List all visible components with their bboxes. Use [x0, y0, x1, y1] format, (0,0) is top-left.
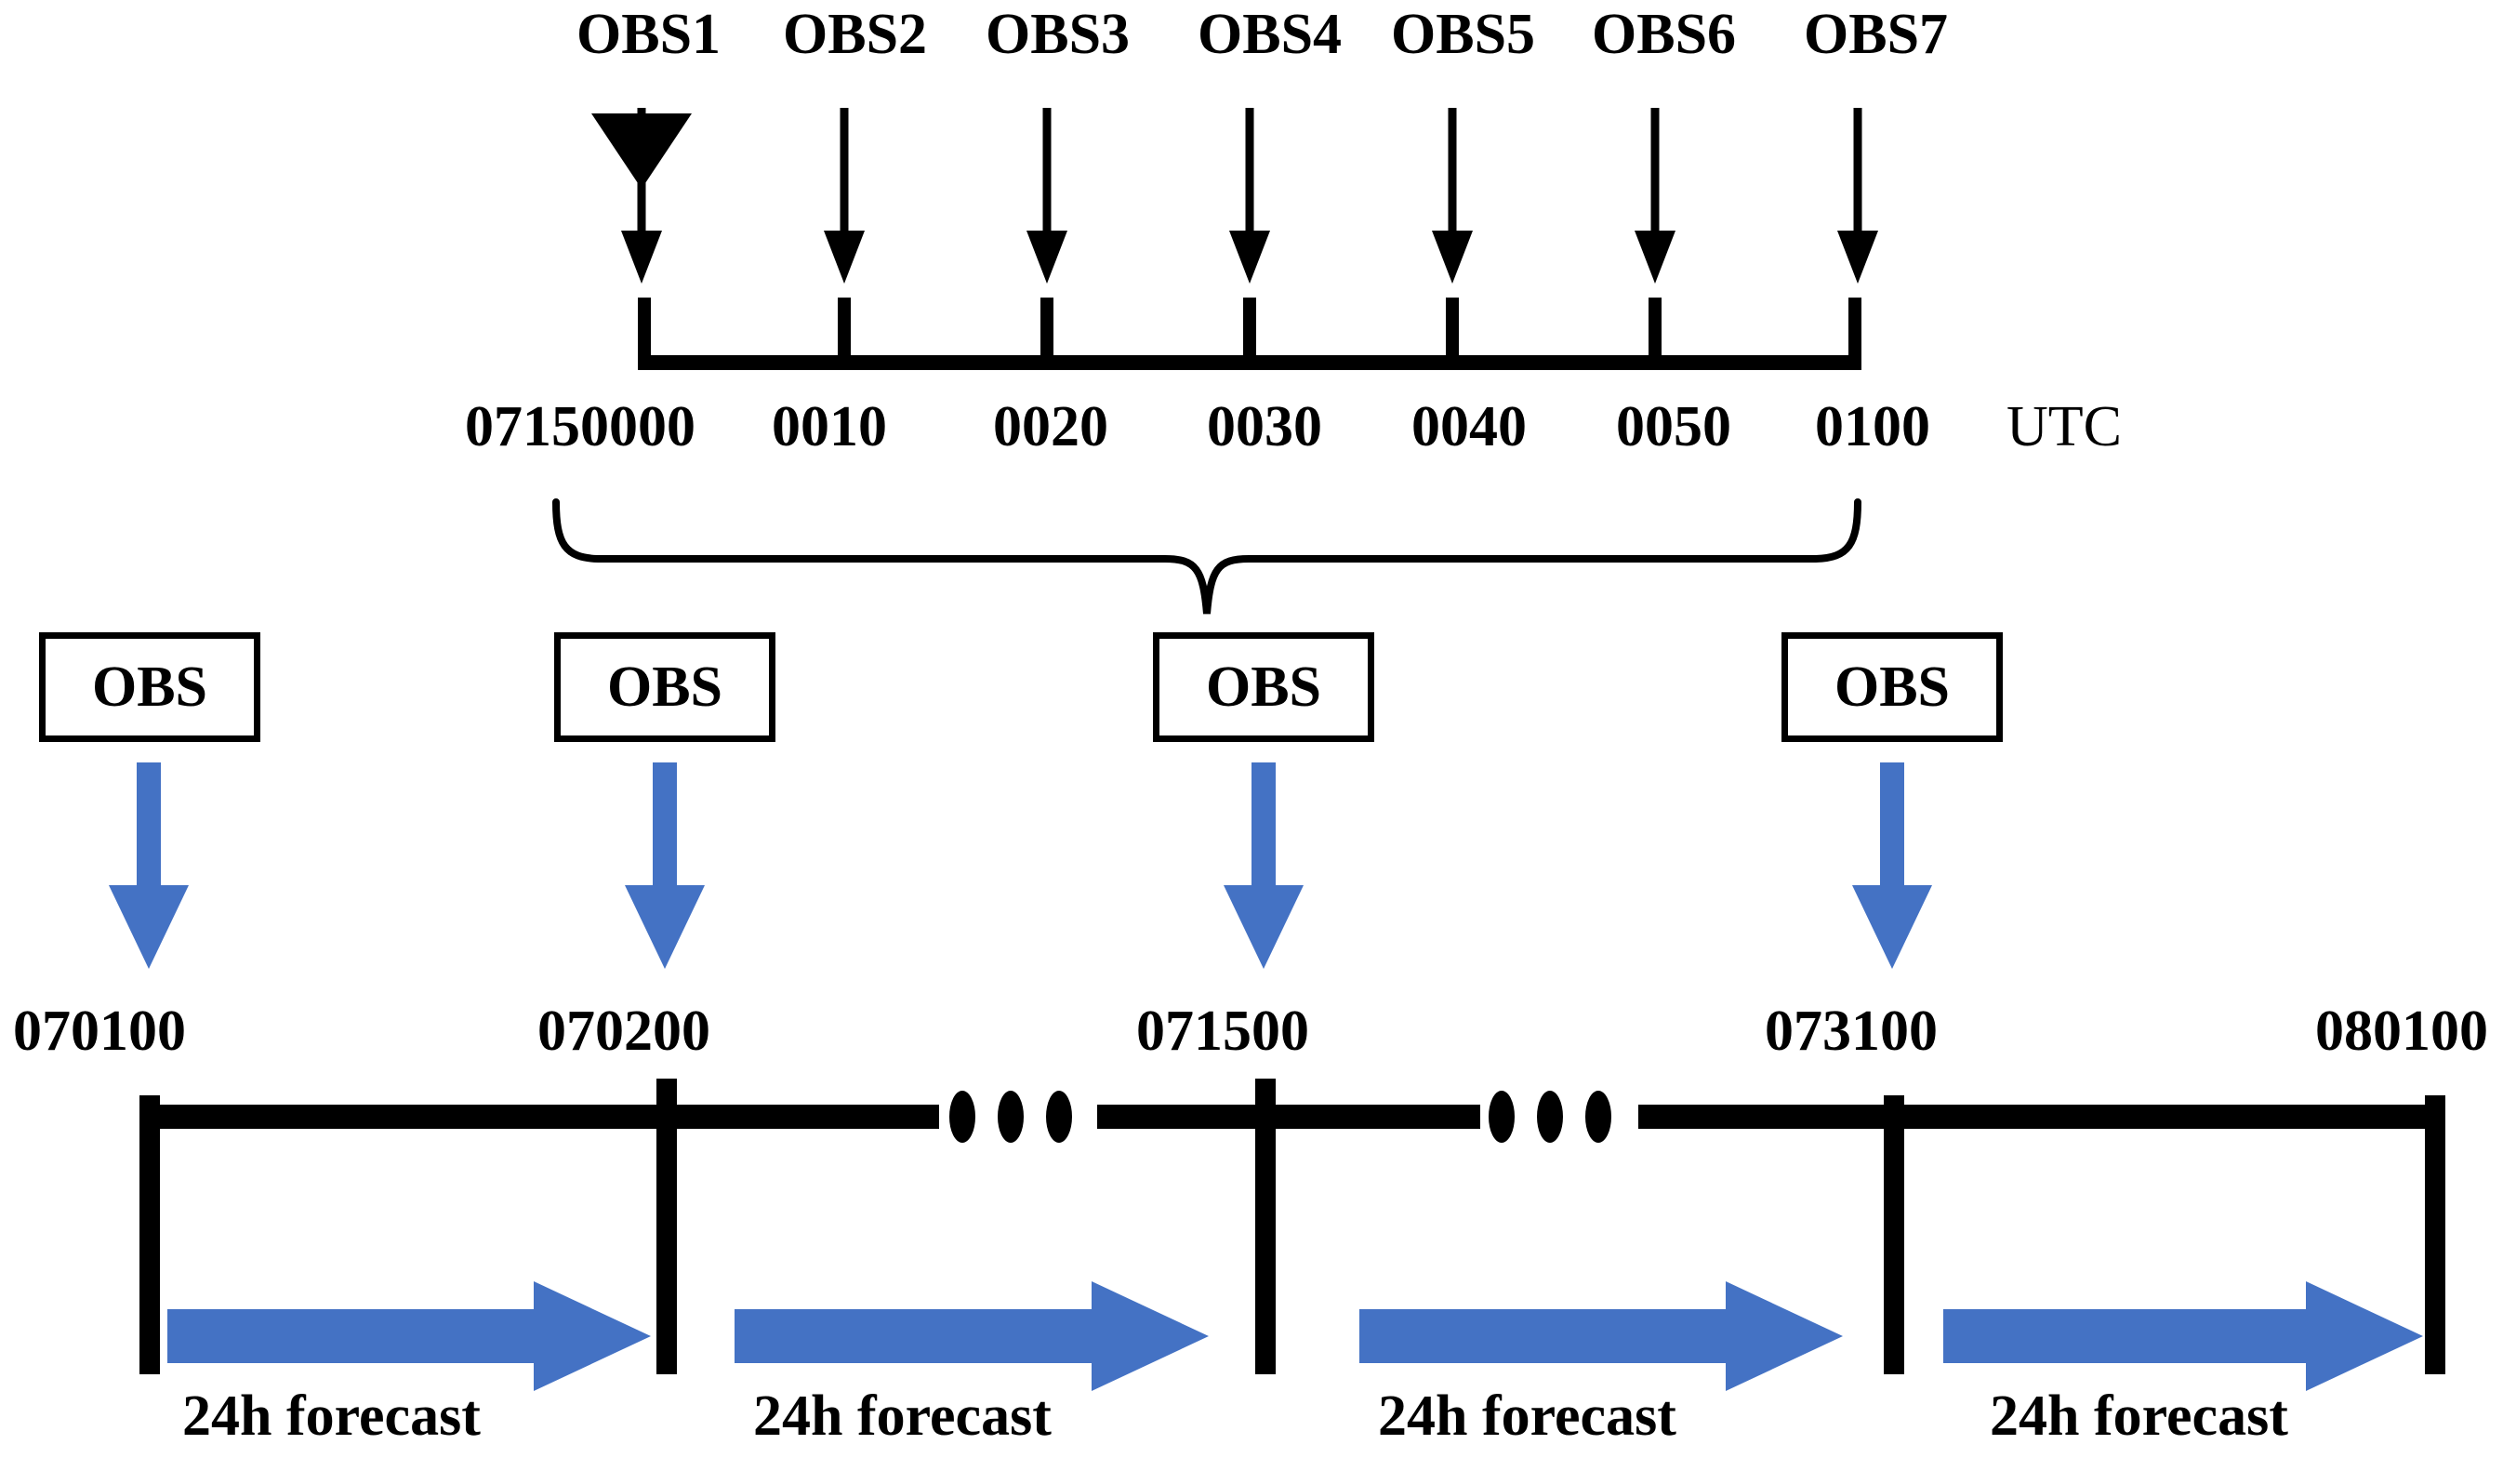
time-label-4: 0040 [1411, 395, 1527, 458]
forecast-arrow-4 [1943, 1281, 2423, 1391]
obs-down-arrow-6 [1635, 108, 1675, 284]
top-time-axis [638, 298, 1861, 370]
obs-feed-arrow-3 [1224, 762, 1304, 969]
obs-down-arrow-5 [1432, 108, 1473, 284]
forecast-label-2: 24h forecast [753, 1385, 1052, 1448]
top-axis-tick-1 [838, 298, 851, 363]
obs-down-arrow-3 [1026, 108, 1067, 284]
obs-box-label-1: OBS [91, 656, 208, 719]
obs-box-2[interactable]: OBS [554, 632, 775, 742]
obs-down-arrow-2 [824, 108, 865, 284]
bottom-timeline-segment-2 [1097, 1105, 1480, 1129]
obs-heading-3: OBS3 [986, 3, 1131, 66]
bottom-timeline-segment-1 [139, 1105, 939, 1129]
obs-box-label-4: OBS [1834, 656, 1951, 719]
forecast-arrow-1 [167, 1281, 651, 1391]
top-axis-tick-6 [1848, 298, 1861, 363]
obs-feed-arrow-2 [625, 762, 705, 969]
date-label-080100: 080100 [2315, 1000, 2488, 1063]
obs-down-arrow-7 [1837, 108, 1878, 284]
obs-heading-2: OBS2 [783, 3, 928, 66]
time-label-5: 0050 [1616, 395, 1731, 458]
obs-box-label-2: OBS [606, 656, 723, 719]
obs-down-arrow-4 [1229, 108, 1270, 284]
obs-feed-arrows-group [109, 762, 1932, 969]
bottom-tick-071500 [1255, 1079, 1276, 1374]
obs-box-1[interactable]: OBS [39, 632, 260, 742]
top-axis-tick-0 [638, 298, 651, 363]
forecast-arrow-3 [1359, 1281, 1843, 1391]
forecast-arrow-2 [735, 1281, 1209, 1391]
forecast-label-4: 24h forecast [1990, 1385, 2288, 1448]
time-label-0: 07150000 [465, 395, 695, 458]
bottom-tick-073100 [1884, 1095, 1904, 1374]
bottom-tick-070200 [656, 1079, 677, 1374]
obs-feed-arrow-4 [1852, 762, 1932, 969]
utc-unit-label: UTC [2006, 395, 2122, 458]
obs-feed-arrow-1 [109, 762, 189, 969]
forecast-arrows-group [167, 1281, 2423, 1391]
obs-heading-7: OBS7 [1804, 3, 1949, 66]
obs-heading-6: OBS6 [1592, 3, 1737, 66]
bottom-timeline [139, 1079, 2445, 1374]
date-label-071500: 071500 [1136, 1000, 1309, 1063]
obs-heading-1: OBS1 [576, 3, 722, 66]
bottom-tick-070100 [139, 1095, 160, 1374]
timeline-ellipsis-1 [949, 1091, 1072, 1143]
assimilation-window-brace [552, 498, 1861, 615]
forecast-label-3: 24h forecast [1378, 1385, 1676, 1448]
obs-box-3[interactable]: OBS [1153, 632, 1374, 742]
obs-box-label-3: OBS [1205, 656, 1322, 719]
obs-down-arrows-group [591, 108, 1878, 284]
top-axis-baseline [638, 355, 1861, 370]
top-axis-tick-3 [1243, 298, 1256, 363]
time-label-2: 0020 [993, 395, 1108, 458]
bottom-tick-080100 [2425, 1095, 2445, 1374]
top-axis-tick-2 [1040, 298, 1053, 363]
obs-down-arrow-1 [591, 108, 692, 284]
obs-box-4[interactable]: OBS [1781, 632, 2003, 742]
time-label-3: 0030 [1207, 395, 1322, 458]
top-axis-tick-4 [1446, 298, 1459, 363]
time-label-1: 0010 [772, 395, 887, 458]
obs-heading-5: OBS5 [1391, 3, 1536, 66]
date-label-070100: 070100 [13, 1000, 186, 1063]
time-label-6: 0100 [1815, 395, 1930, 458]
forecast-label-1: 24h forecast [182, 1385, 481, 1448]
obs-heading-4: OBS4 [1198, 3, 1343, 66]
date-label-070200: 070200 [537, 1000, 710, 1063]
timeline-ellipsis-2 [1489, 1091, 1611, 1143]
top-axis-tick-5 [1649, 298, 1662, 363]
date-label-073100: 073100 [1765, 1000, 1938, 1063]
bottom-timeline-segment-3 [1638, 1105, 2445, 1129]
